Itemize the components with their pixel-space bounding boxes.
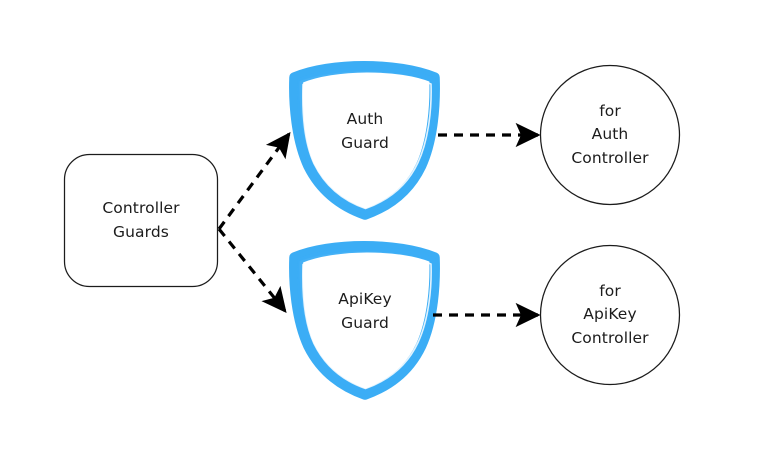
edge-guards-to-apikey-guard (217, 227, 287, 313)
edge-guards-to-auth-guard (217, 131, 291, 230)
shield-icon (289, 241, 440, 400)
shield-inner-stroke-icon (297, 67, 436, 215)
node-controller-guards[interactable] (63, 153, 219, 288)
rounded-rectangle-shape (63, 153, 219, 288)
node-apikey-controller[interactable] (539, 244, 681, 386)
shield-highlight-icon (301, 253, 432, 390)
circle-shape (539, 244, 681, 386)
shield-inner-stroke-icon (297, 247, 436, 395)
node-auth-controller[interactable] (539, 64, 681, 206)
circle-shape (539, 64, 681, 206)
shield-icon (289, 61, 440, 220)
dashed-arrow (217, 131, 291, 230)
node-apikey-guard[interactable] (289, 241, 440, 400)
node-auth-guard[interactable] (289, 61, 440, 220)
dashed-arrow (217, 227, 287, 313)
shield-highlight-icon (301, 73, 432, 210)
